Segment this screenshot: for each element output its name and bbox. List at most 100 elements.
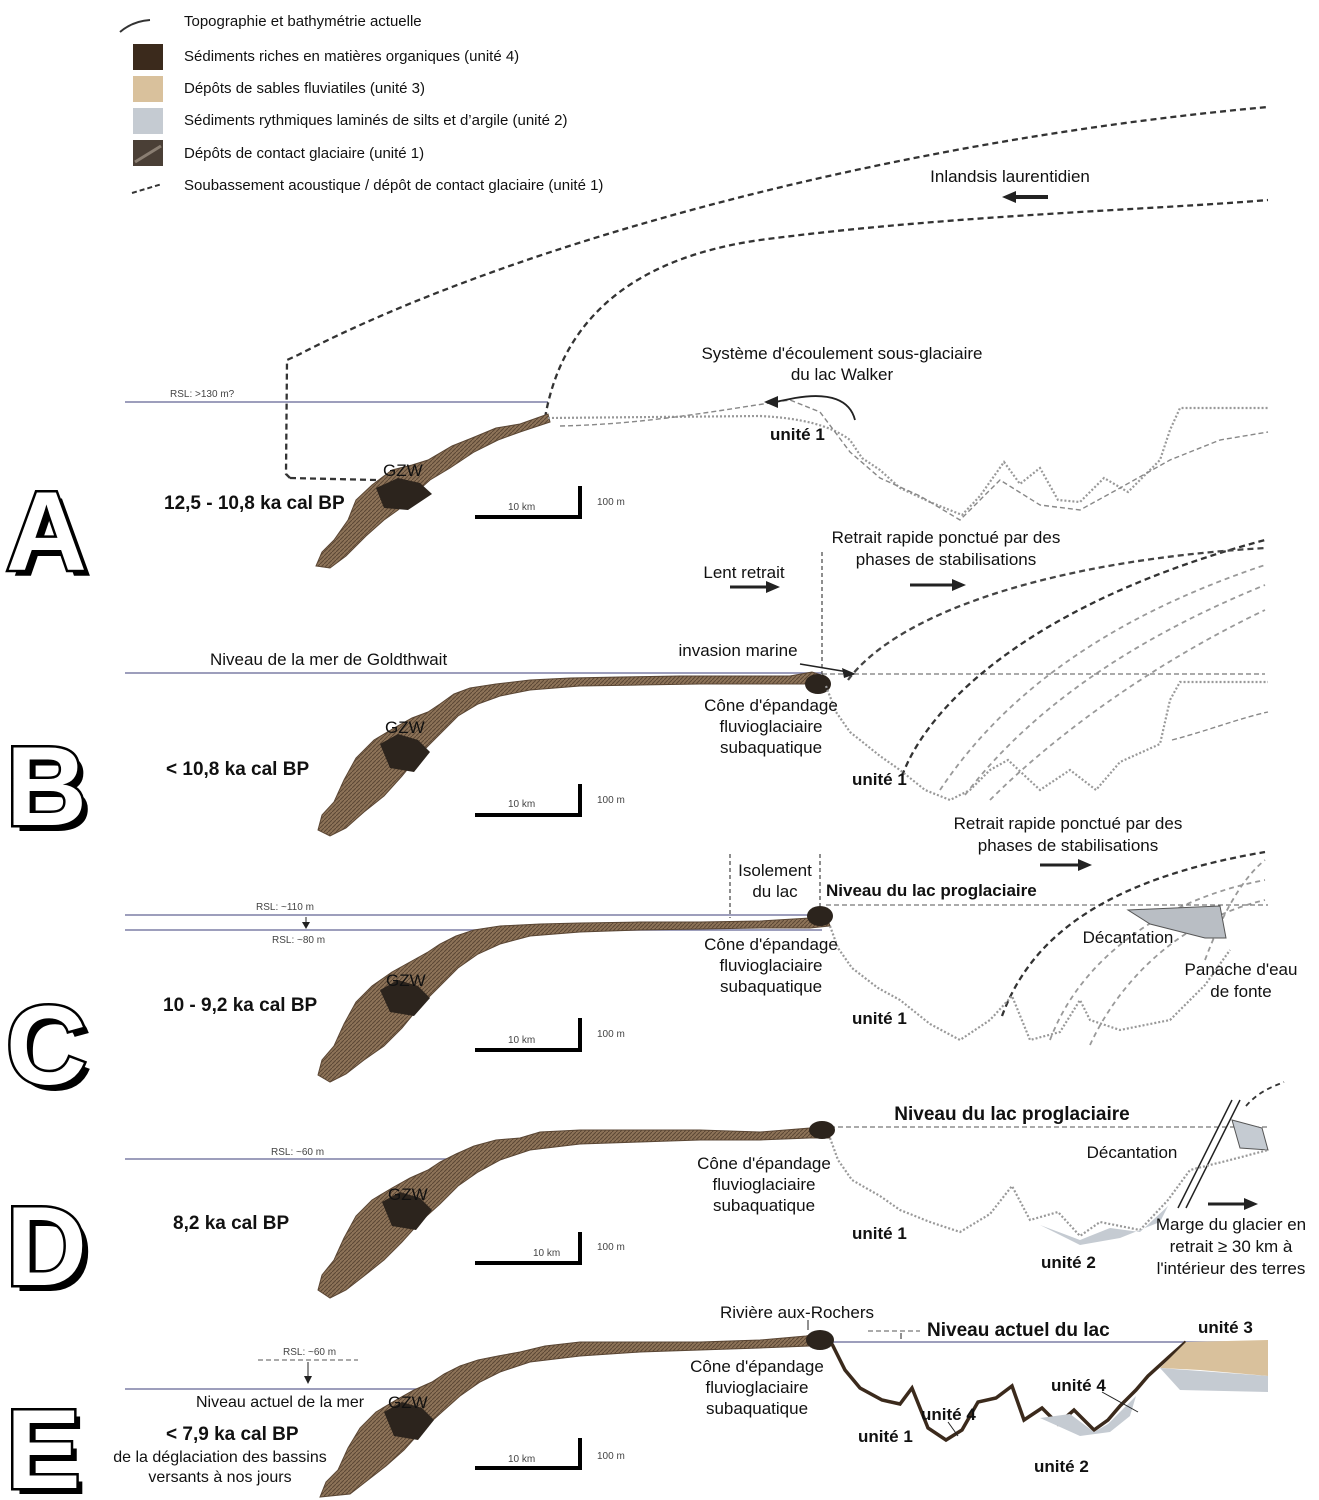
panel-letter-c: C (6, 983, 87, 1108)
panel-c: C C 10 - 9,2 ka cal BP RSL: ~110 m RSL: … (6, 814, 1297, 1114)
old-rsl-label: RSL: ~60 m (283, 1347, 336, 1358)
laminated-silt-swatch (133, 108, 163, 134)
panel-a-age: 12,5 - 10,8 ka cal BP (164, 493, 345, 514)
scale-km: 10 km (533, 1248, 560, 1259)
cone-label-line1: Cône d'épandage (690, 1357, 824, 1376)
subglacial-flow-arrow (775, 396, 855, 420)
scale-bar: 10 km 100 m (475, 1438, 625, 1470)
fluvial-sand-swatch (133, 76, 163, 102)
bathymetry-profile (548, 408, 1268, 515)
isolation-label-line2: du lac (752, 882, 798, 901)
bedrock-profile (560, 400, 1268, 520)
meltwater-plume (1232, 1120, 1268, 1150)
scale-bar: 10 km 100 m (475, 784, 625, 817)
legend-label: Sédiments riches en matières organiques … (184, 48, 519, 65)
legend-label: Dépôts de sables fluviatiles (unité 3) (184, 80, 425, 97)
panel-c-age: 10 - 9,2 ka cal BP (163, 995, 318, 1016)
rsl-label: RSL: ~60 m (271, 1147, 324, 1158)
panel-letter-d: D (6, 1184, 87, 1309)
ice-contact-deposit (316, 414, 550, 568)
scale-km: 10 km (508, 502, 535, 513)
isolation-label-line1: Isolement (738, 861, 812, 880)
margin-label-line1: Marge du glacier en (1156, 1215, 1306, 1234)
unit4-label-right: unité 4 (1051, 1376, 1106, 1395)
ice-margin-4 (965, 585, 1265, 795)
plume-label-line1: Panache d'eau (1185, 960, 1298, 979)
legend-item-ice-contact: Dépôts de contact glaciaire (unité 1) (133, 140, 424, 166)
arrow-head (1002, 191, 1016, 203)
cone-label-line2: fluvioglaciaire (706, 1378, 809, 1397)
outwash-fan (806, 1330, 834, 1350)
margin-label-line2: retrait ≥ 30 km à (1170, 1237, 1293, 1256)
laminated-sediment (1040, 1206, 1168, 1245)
rapid-retreat-line2: phases de stabilisations (856, 550, 1037, 569)
margin-label-line3: l'intérieur des terres (1157, 1259, 1306, 1278)
scale-km: 10 km (508, 1454, 535, 1465)
outwash-fan (807, 906, 833, 926)
cone-label-line3: subaquatique (720, 977, 822, 996)
arrow-head (766, 581, 780, 593)
unit3-label: unité 3 (1198, 1318, 1253, 1337)
unit1-label: unité 1 (858, 1427, 913, 1446)
cone-label-line1: Cône d'épandage (704, 935, 838, 954)
legend-item-topography: Topographie et bathymétrie actuelle (120, 13, 422, 32)
present-sea-level-label: Niveau actuel de la mer (196, 1394, 365, 1411)
rapid-retreat-line2: phases de stabilisations (978, 836, 1159, 855)
panel-letter-b: B (6, 724, 87, 849)
flow-label-line2: du lac Walker (791, 365, 894, 384)
gzw-label: GZW (388, 1393, 428, 1412)
river-label: Rivière aux-Rochers (720, 1303, 874, 1322)
scale-bar: 10 km 100 m (475, 1232, 625, 1265)
cone-label-line2: fluvioglaciaire (720, 956, 823, 975)
unit2-label: unité 2 (1034, 1457, 1089, 1476)
panel-letter-a: A (6, 469, 87, 594)
cone-label-line2: fluvioglaciaire (720, 717, 823, 736)
unit1-label: unité 1 (770, 425, 825, 444)
organic-sediment-swatch (133, 44, 163, 70)
cone-label-line1: Cône d'épandage (697, 1154, 831, 1173)
cone-label-line2: fluvioglaciaire (713, 1175, 816, 1194)
cone-label-line3: subaquatique (713, 1196, 815, 1215)
dashed-line-symbol (132, 184, 162, 193)
rsl-label-1: RSL: ~110 m (256, 902, 314, 913)
marine-invasion-arrow (800, 664, 848, 672)
scale-m: 100 m (597, 497, 625, 508)
slow-retreat-label: Lent retrait (703, 563, 785, 582)
scale-km: 10 km (508, 799, 535, 810)
arrow-head (302, 922, 310, 929)
topography-line-symbol (120, 20, 150, 32)
decantation-label: Décantation (1087, 1143, 1178, 1162)
panel-e-age: < 7,9 ka cal BP (166, 1424, 299, 1445)
unit2-label: unité 2 (1041, 1253, 1096, 1272)
panel-d-age: 8,2 ka cal BP (173, 1213, 290, 1234)
present-lake-label: Niveau actuel du lac (927, 1320, 1110, 1341)
panel-letter-e: E (6, 1387, 81, 1500)
ice-sheet-label: Inlandsis laurentidien (930, 167, 1090, 186)
scale-bar: 10 km 100 m (475, 1018, 625, 1052)
bedrock-profile (1172, 712, 1268, 740)
scale-m: 100 m (597, 1451, 625, 1462)
present-bathymetry (832, 1342, 1186, 1440)
unit1-label: unité 1 (852, 770, 907, 789)
ice-margin-upper (1246, 1082, 1284, 1106)
gzw-label: GZW (388, 1185, 428, 1204)
proglacial-lake-label: Niveau du lac proglaciaire (894, 1104, 1129, 1125)
gzw-label: GZW (386, 971, 426, 990)
scale-bar: 10 km 100 m (475, 486, 625, 519)
scale-m: 100 m (597, 1029, 625, 1040)
unit1-label: unité 1 (852, 1009, 907, 1028)
scale-m: 100 m (597, 1242, 625, 1253)
rsl-label: RSL: >130 m? (170, 389, 235, 400)
unit4-label-left: unité 4 (921, 1405, 976, 1424)
ice-sheet-upper-outline (286, 107, 1268, 478)
sea-level-label: Niveau de la mer de Goldthwait (210, 650, 447, 669)
panel-e: E E < 7,9 ka cal BP de la déglaciation d… (6, 1303, 1268, 1500)
scale-m: 100 m (597, 795, 625, 806)
arrow-head (1078, 859, 1092, 871)
legend-label: Soubassement acoustique / dépôt de conta… (184, 177, 603, 194)
ice-sheet-lower-outline (545, 200, 1268, 418)
outwash-fan (809, 1121, 835, 1139)
marine-invasion-label: invasion marine (678, 641, 797, 660)
legend-label: Sédiments rythmiques laminés de silts et… (184, 112, 568, 129)
plume-label-line2: de fonte (1210, 982, 1271, 1001)
